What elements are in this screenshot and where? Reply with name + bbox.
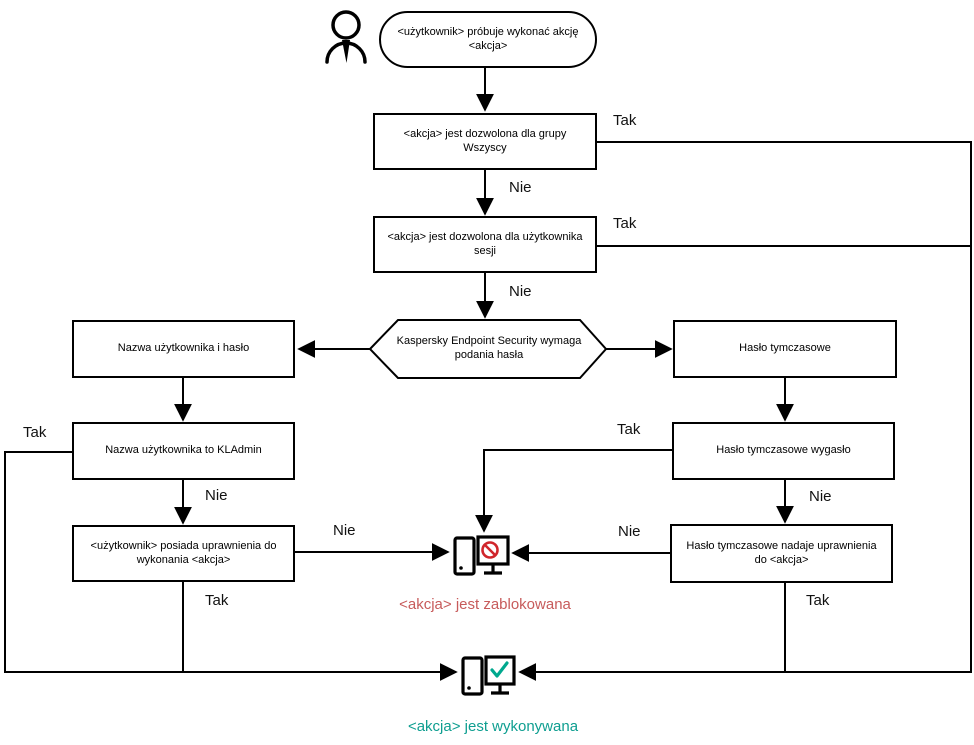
connector-lines: [4, 68, 972, 681]
node-temporary-password-grants: Hasło tymczasowe nadaje uprawnienia do <…: [670, 524, 893, 583]
start-node-label: <użytkownik> próbuje wykonać akcję <akcj…: [397, 25, 579, 52]
user-icon: [325, 10, 367, 64]
edge-label-kladmin-no: Nie: [205, 487, 228, 504]
edge-label-temp-grants-no: Nie: [618, 523, 641, 540]
node-username-is-kladmin-label: Nazwa użytkownika to KLAdmin: [105, 444, 262, 457]
edge-label-temp-grants-yes: Tak: [806, 592, 830, 609]
edge-label-user-rights-no: Nie: [333, 522, 356, 539]
outcome-blocked-label: <akcja> jest zablokowana: [399, 596, 571, 613]
outcome-executed-label: <akcja> jest wykonywana: [407, 718, 579, 735]
node-temporary-password-expired-label: Hasło tymczasowe wygasło: [716, 444, 851, 457]
edge-label-allowed-all-yes: Tak: [613, 112, 637, 129]
node-user-has-rights-label: <użytkownik> posiada uprawnienia do wyko…: [90, 539, 277, 566]
node-temporary-password-grants-label: Hasło tymczasowe nadaje uprawnienia do <…: [686, 539, 877, 566]
node-temporary-password-expired: Hasło tymczasowe wygasło: [672, 422, 895, 480]
node-username-is-kladmin: Nazwa użytkownika to KLAdmin: [72, 422, 295, 480]
node-allowed-for-everyone: <akcja> jest dozwolona dla grupy Wszyscy: [373, 113, 597, 170]
edge-label-temp-expired-yes: Tak: [617, 421, 641, 438]
node-allowed-for-session-user: <akcja> jest dozwolona dla użytkownika s…: [373, 216, 597, 273]
prohibition-icon: [481, 541, 499, 559]
edge-label-allowed-session-yes: Tak: [613, 215, 637, 232]
node-username-and-password: Nazwa użytkownika i hasło: [72, 320, 295, 378]
node-username-and-password-label: Nazwa użytkownika i hasło: [117, 342, 250, 355]
checkmark-icon: [490, 661, 509, 678]
edge-label-user-rights-yes: Tak: [205, 592, 229, 609]
node-kes-requires-password-label: Kaspersky Endpoint Security wymaga podan…: [396, 335, 582, 361]
edge-label-temp-expired-no: Nie: [809, 488, 832, 505]
node-kes-requires-password: Kaspersky Endpoint Security wymaga podan…: [396, 324, 582, 374]
action-blocked-icon: [453, 535, 510, 576]
hexagon-node-shape: [368, 319, 608, 379]
edge-label-allowed-session-no: Nie: [509, 283, 532, 300]
node-allowed-for-everyone-label: <akcja> jest dozwolona dla grupy Wszyscy: [403, 127, 567, 154]
action-executed-icon: [461, 655, 516, 696]
edge-label-kladmin-yes: Tak: [23, 424, 47, 441]
node-user-has-rights: <użytkownik> posiada uprawnienia do wyko…: [72, 525, 295, 582]
node-temporary-password: Hasło tymczasowe: [673, 320, 897, 378]
node-temporary-password-label: Hasło tymczasowe: [739, 342, 831, 355]
edge-label-allowed-all-no: Nie: [509, 179, 532, 196]
start-node: <użytkownik> próbuje wykonać akcję <akcj…: [379, 11, 597, 68]
node-allowed-for-session-user-label: <akcja> jest dozwolona dla użytkownika s…: [387, 230, 583, 257]
